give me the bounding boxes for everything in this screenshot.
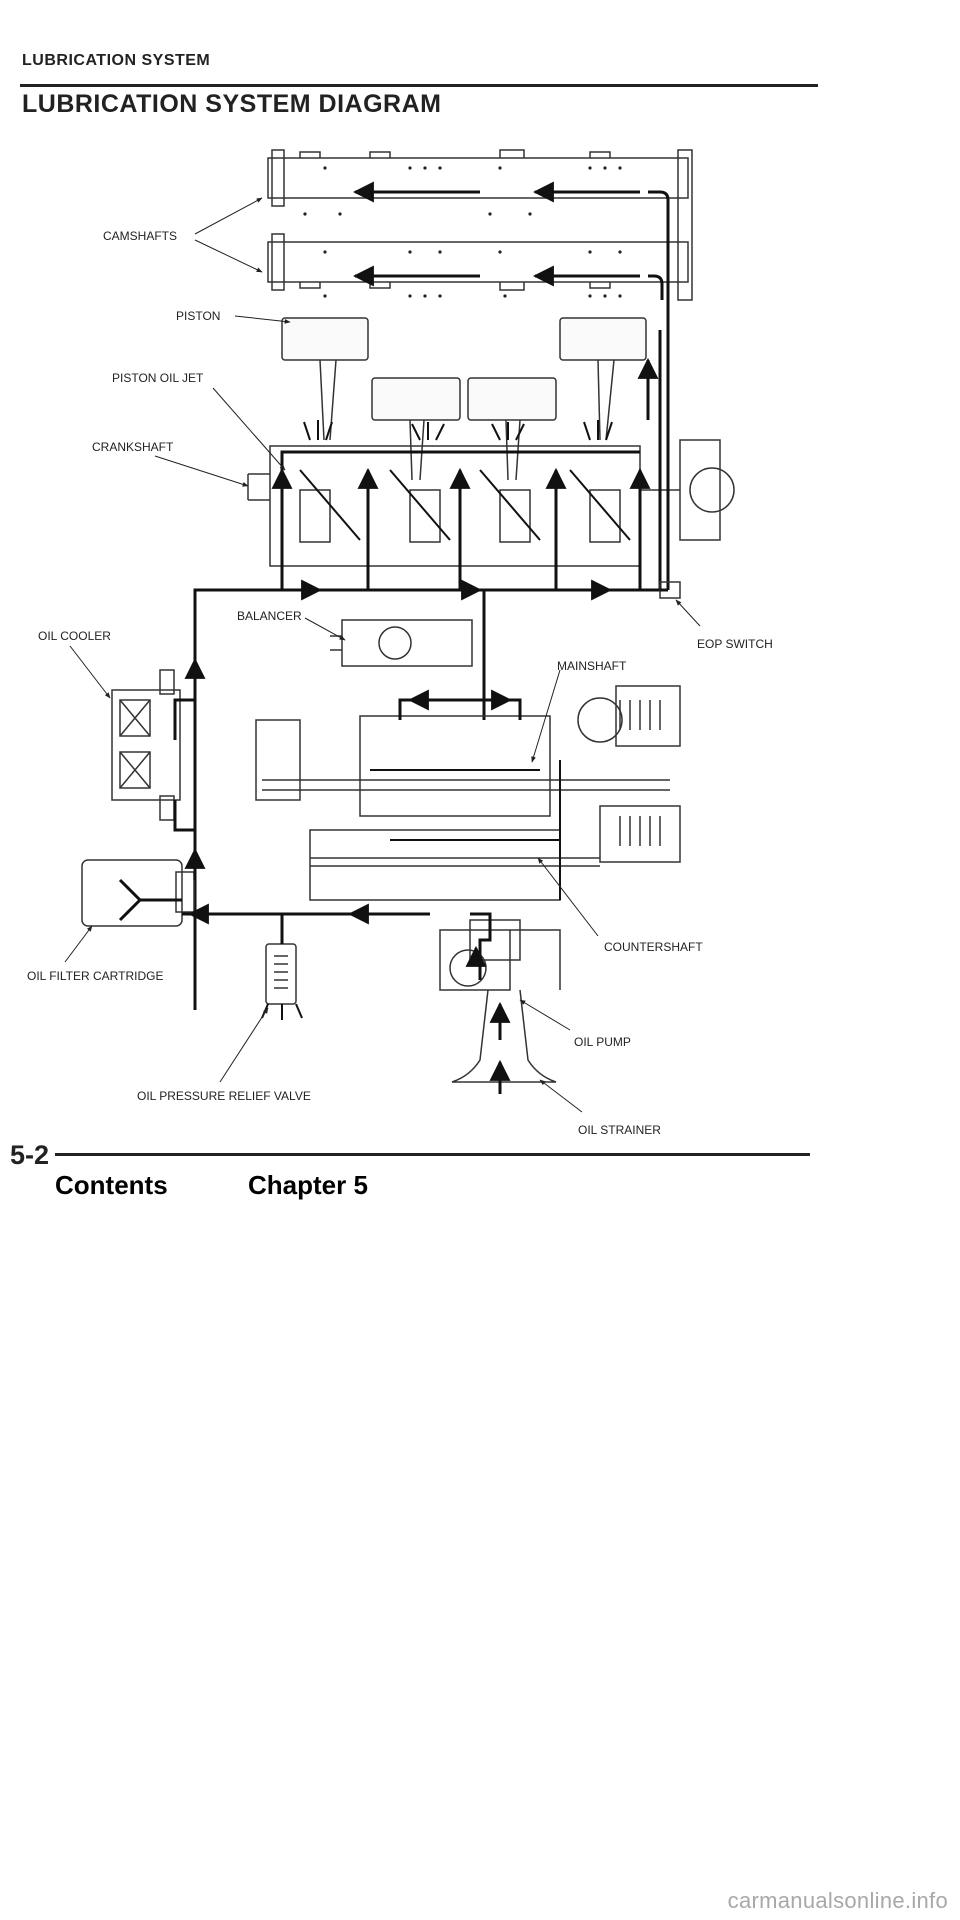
label-camshafts: CAMSHAFTS — [103, 229, 177, 243]
crankshaft-oil-flow — [271, 450, 651, 590]
transmission-oil-flow — [370, 660, 561, 900]
camshaft-oil-flow — [352, 181, 670, 300]
footer-rule — [55, 1153, 810, 1156]
oil-pressure-relief-valve — [265, 943, 297, 1005]
leader-lines — [64, 197, 701, 1113]
label-balancer: BALANCER — [237, 609, 302, 623]
camshaft-spray-dots — [303, 166, 622, 298]
oil-filter-cartridge — [81, 859, 195, 927]
label-countershaft: COUNTERSHAFT — [604, 940, 703, 954]
filter-oil-flow — [118, 847, 430, 925]
balancer — [330, 619, 473, 667]
camshaft-assembly — [267, 149, 693, 301]
lubrication-diagram: CAMSHAFTS PISTON PISTON OIL JET CRANKSHA… — [27, 149, 773, 1137]
label-piston: PISTON — [176, 309, 220, 323]
piston-oil-jet-sprays — [303, 420, 613, 441]
label-crankshaft: CRANKSHAFT — [92, 440, 174, 454]
transmission — [255, 685, 681, 961]
pump-oil-flow — [465, 912, 511, 1094]
pistons — [281, 317, 647, 481]
watermark: carmanualsonline.info — [727, 1888, 948, 1913]
contents-link[interactable]: Contents — [55, 1170, 168, 1200]
header-rule — [20, 84, 818, 87]
label-eop-switch: EOP SWITCH — [697, 637, 773, 651]
label-oil-strainer: OIL STRAINER — [578, 1123, 661, 1137]
label-oil-cooler: OIL COOLER — [38, 629, 111, 643]
label-mainshaft: MAINSHAFT — [557, 659, 627, 673]
chapter-link[interactable]: Chapter 5 — [248, 1170, 368, 1200]
oil-cooler — [111, 669, 181, 821]
label-oil-filter-cartridge: OIL FILTER CARTRIDGE — [27, 969, 163, 983]
page-number: 5-2 — [10, 1140, 50, 1170]
label-piston-oil-jet: PISTON OIL JET — [112, 371, 204, 385]
oil-strainer — [451, 989, 557, 1083]
cooler-oil-flow — [173, 657, 206, 832]
eop-switch — [659, 581, 681, 599]
section-header: LUBRICATION SYSTEM — [22, 52, 211, 69]
label-oil-pressure-relief-valve: OIL PRESSURE RELIEF VALVE — [137, 1089, 311, 1103]
page-title: LUBRICATION SYSTEM DIAGRAM — [22, 90, 442, 118]
label-oil-pump: OIL PUMP — [574, 1035, 631, 1049]
